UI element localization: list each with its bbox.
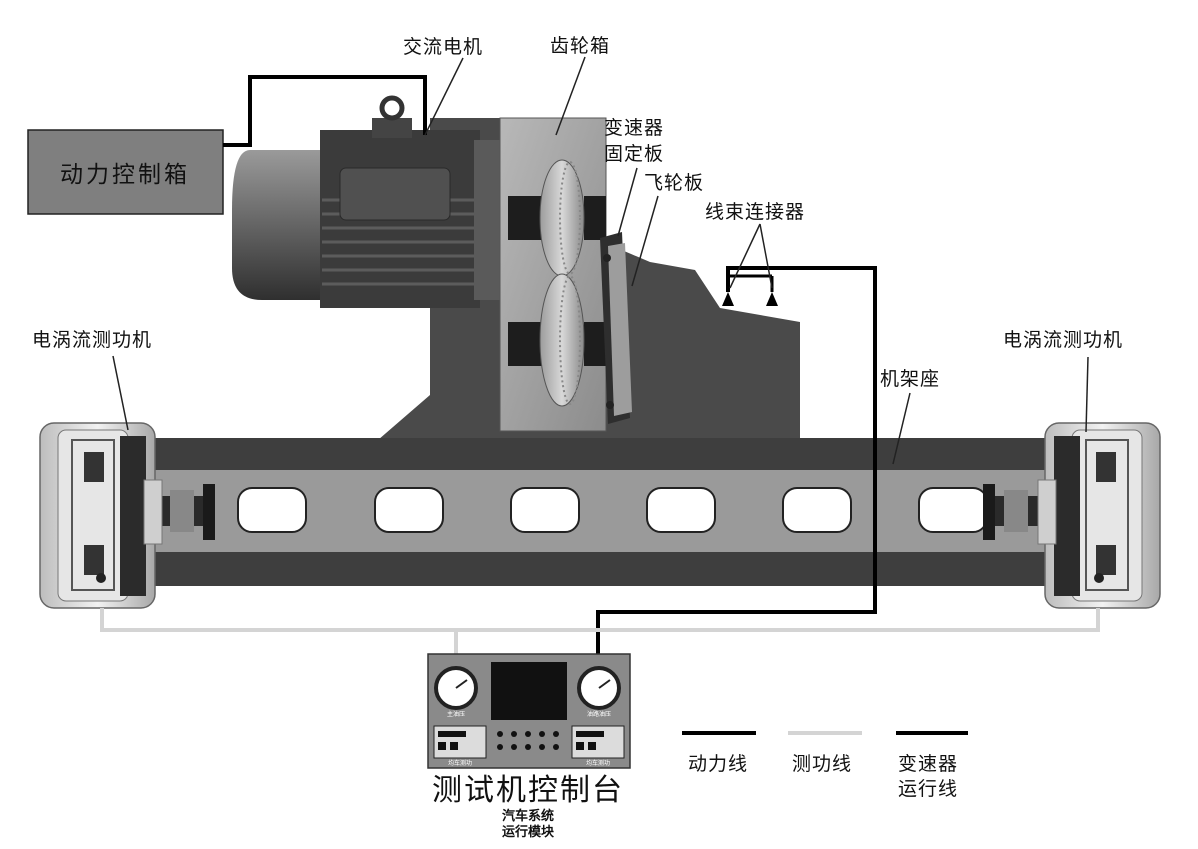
legend-trans-label-1: 变速器 [898,753,958,775]
gearbox-label: 齿轮箱 [550,35,610,57]
frame-base-label: 机架座 [880,368,940,390]
gauge-left-label: 主油压 [447,710,465,718]
power-box-label: 动力控制箱 [60,162,190,188]
mount-plate-label-1: 变速器 [604,117,664,139]
console-subtitle-2: 运行模块 [502,824,555,840]
rail-slots [237,487,988,533]
flywheel-plate-label: 飞轮板 [644,172,704,194]
legend-trans-label-2: 运行线 [898,778,958,800]
dyno-right-label: 电涡流测功机 [1003,329,1123,351]
panel-right-label: 均车测功 [586,759,610,767]
console-buttons [497,731,559,750]
ac-motor [232,95,524,318]
ac-motor-label: 交流电机 [403,36,483,58]
legend: 动力线 测功线 变速器 运行线 [682,731,968,800]
harness-connector-1 [722,292,734,306]
frame-rail [95,438,1105,586]
trans-line-wire [596,266,877,680]
dyno-left [39,422,163,609]
mount-plate-label-2: 固定板 [604,143,664,165]
control-console: 主油压 油路油压 均车测功 均车测功 [427,653,631,769]
legend-dyno-label: 测功线 [792,753,852,775]
dyno-left-label: 电涡流测功机 [32,329,152,351]
console-screen [491,662,567,720]
dyno-right [1037,422,1161,609]
gearbox [499,117,607,432]
gauge-right-label: 油路油压 [587,710,611,718]
console-title: 测试机控制台 [432,773,624,808]
power-line-wire [223,75,427,147]
mount-plate [600,232,632,424]
power-control-box [27,129,224,215]
callout-lines [112,56,1089,465]
right-shaft [983,484,1048,540]
console-subtitle-1: 汽车系统 [502,808,554,824]
legend-power-label: 动力线 [688,753,748,775]
harness-connector-2 [766,292,778,306]
panel-left-label: 均车测功 [448,759,472,767]
dyno-line-wire [100,608,1100,632]
harness-connector-label: 线束连接器 [705,201,805,223]
